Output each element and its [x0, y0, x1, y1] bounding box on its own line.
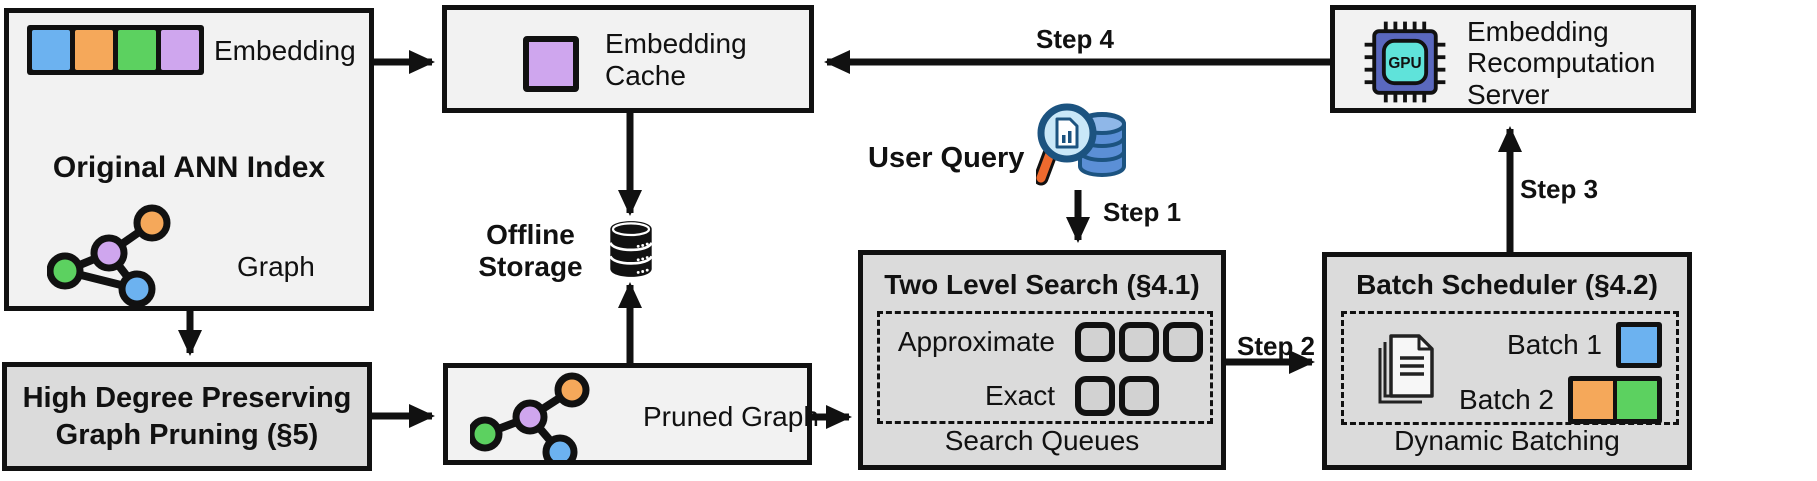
- dynamic-batching-region: Batch 1 Batch 2: [1341, 311, 1679, 425]
- step4-label: Step 4: [1035, 24, 1115, 54]
- embedding-cache-box: Embedding Cache: [442, 5, 814, 113]
- pruned-graph-label: Pruned Graph: [643, 401, 819, 432]
- offline-storage-label-line1: Offline: [486, 219, 575, 250]
- graph-label: Graph: [237, 251, 315, 282]
- approximate-queue-slot: [1163, 322, 1203, 362]
- search-queues-region: Approximate Exact: [877, 311, 1213, 424]
- original-ann-index-title: Original ANN Index: [52, 151, 326, 184]
- gpu-chip-icon: GPU: [1364, 21, 1446, 103]
- batch1-label: Batch 1: [1507, 329, 1602, 360]
- server-label-line1: Embedding: [1467, 16, 1609, 47]
- embedding-cell-green: [118, 30, 156, 70]
- cache-label-line2: Cache: [605, 60, 686, 92]
- two-level-search-title: Two Level Search (§4.1): [884, 269, 1200, 300]
- embedding-label: Embedding: [214, 35, 356, 66]
- embedding-cell-blue: [32, 30, 70, 70]
- embedding-vector-icon: [27, 25, 204, 75]
- batch2-items: [1568, 376, 1662, 424]
- approximate-queue-slot: [1119, 322, 1159, 362]
- exact-queue-slot: [1075, 376, 1115, 416]
- server-label-line2: Recomputation: [1467, 47, 1656, 79]
- batch-scheduler-box: Batch Scheduler (§4.2) Batch 1 Batch 2: [1322, 252, 1692, 470]
- graph-icon: [47, 204, 171, 306]
- exact-queue-slot: [1119, 376, 1159, 416]
- search-queues-footer: Search Queues: [944, 424, 1140, 456]
- user-query-label: User Query: [868, 142, 1025, 174]
- gpu-chip-label: GPU: [1388, 55, 1421, 72]
- dynamic-batching-footer: Dynamic Batching: [1394, 424, 1620, 456]
- original-ann-index-box: Embedding Original ANN Index Graph: [4, 8, 374, 311]
- approximate-queue-slot: [1075, 322, 1115, 362]
- cache-entry-icon: [523, 36, 579, 92]
- batch2-item-green: [1613, 381, 1657, 419]
- offline-storage-label-line2: Storage: [478, 251, 583, 283]
- user-query-icon: [1036, 103, 1126, 186]
- pruning-label-line1: High Degree Preserving: [22, 382, 352, 415]
- embedding-cell-purple: [161, 30, 199, 70]
- batch1-item-blue: [1616, 322, 1662, 368]
- step1-label: Step 1: [1103, 197, 1182, 227]
- step2-label: Step 2: [1236, 331, 1316, 361]
- offline-storage-icon: [609, 221, 653, 277]
- pruned-graph-box: Pruned Graph: [443, 363, 819, 465]
- approximate-label: Approximate: [897, 326, 1055, 357]
- embedding-cell-orange: [75, 30, 113, 70]
- cache-label-line1: Embedding: [605, 28, 747, 59]
- documents-icon: [1378, 334, 1434, 404]
- two-level-search-box: Two Level Search (§4.1) Approximate Exac…: [858, 250, 1226, 470]
- pruned-graph-icon: [470, 372, 590, 460]
- batch-scheduler-title: Batch Scheduler (§4.2): [1356, 269, 1658, 300]
- step3-label: Step 3: [1520, 174, 1599, 204]
- recomputation-server-box: GPU Embedding Recomputation Server: [1330, 5, 1696, 113]
- server-label-line3: Server: [1467, 78, 1550, 110]
- batch2-label: Batch 2: [1459, 384, 1554, 415]
- exact-label: Exact: [984, 380, 1055, 411]
- batch2-item-orange: [1573, 381, 1613, 419]
- pruning-label-line2: Graph Pruning (§5): [55, 418, 319, 451]
- graph-pruning-box: High Degree Preserving Graph Pruning (§5…: [2, 362, 372, 471]
